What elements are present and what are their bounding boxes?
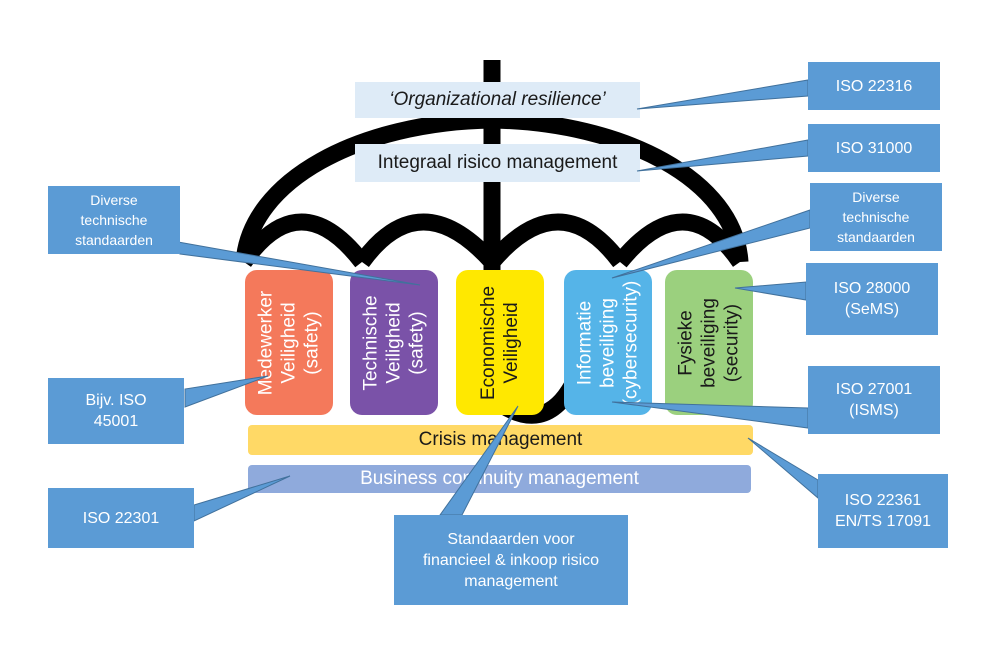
callout-iso-28000: ISO 28000 (SeMS) [806, 263, 938, 335]
pillar-economische-veiligheid: Economische Veiligheid [456, 270, 544, 415]
umbrella-rib-4 [613, 213, 748, 268]
callout-standaarden-financieel: Standaarden voor financieel & inkoop ris… [394, 515, 628, 605]
callout-iso-27001: ISO 27001 (ISMS) [808, 366, 940, 434]
umbrella-rib-3 [485, 213, 627, 268]
callout-iso-22316: ISO 22316 [808, 62, 940, 110]
callout-bijv-iso-45001: Bijv. ISO 45001 [48, 378, 184, 444]
pillar-label: Medewerker Veiligheid (safety) [255, 290, 323, 395]
callout-iso-22361: ISO 22361 EN/TS 17091 [818, 474, 948, 548]
crisis-management-bar: Crisis management [248, 425, 753, 455]
pillar-informatie-beveiliging: Informatie beveiliging (cybersecurity) [564, 270, 652, 415]
callout-diverse-technische-standaarden-left: Diverse technische standaarden [48, 186, 180, 254]
callout-diverse-technische-standaarden-right: Diverse technische standaarden [810, 183, 942, 251]
business-continuity-bar: Business continuity management [248, 465, 751, 493]
pillar-technische-veiligheid: Technische Veiligheid (safety) [350, 270, 438, 415]
callout-iso-22301: ISO 22301 [48, 488, 194, 548]
umbrella-rib-2 [355, 213, 499, 268]
callout-iso-31000: ISO 31000 [808, 124, 940, 172]
risk-management-banner: Integraal risico management [355, 144, 640, 182]
pillar-label: Technische Veiligheid (safety) [360, 294, 428, 391]
pillar-medewerker-veiligheid: Medewerker Veiligheid (safety) [245, 270, 333, 415]
resilience-banner: ‘Organizational resilience’ [355, 82, 640, 118]
pillar-label: Economische Veiligheid [478, 285, 522, 400]
pillar-label: Informatie beveiliging (cybersecurity) [574, 280, 642, 405]
pillar-fysieke-beveiliging: Fysieke beveiliging (security) [665, 270, 753, 415]
pillar-label: Fysieke beveiliging (security) [675, 297, 743, 388]
